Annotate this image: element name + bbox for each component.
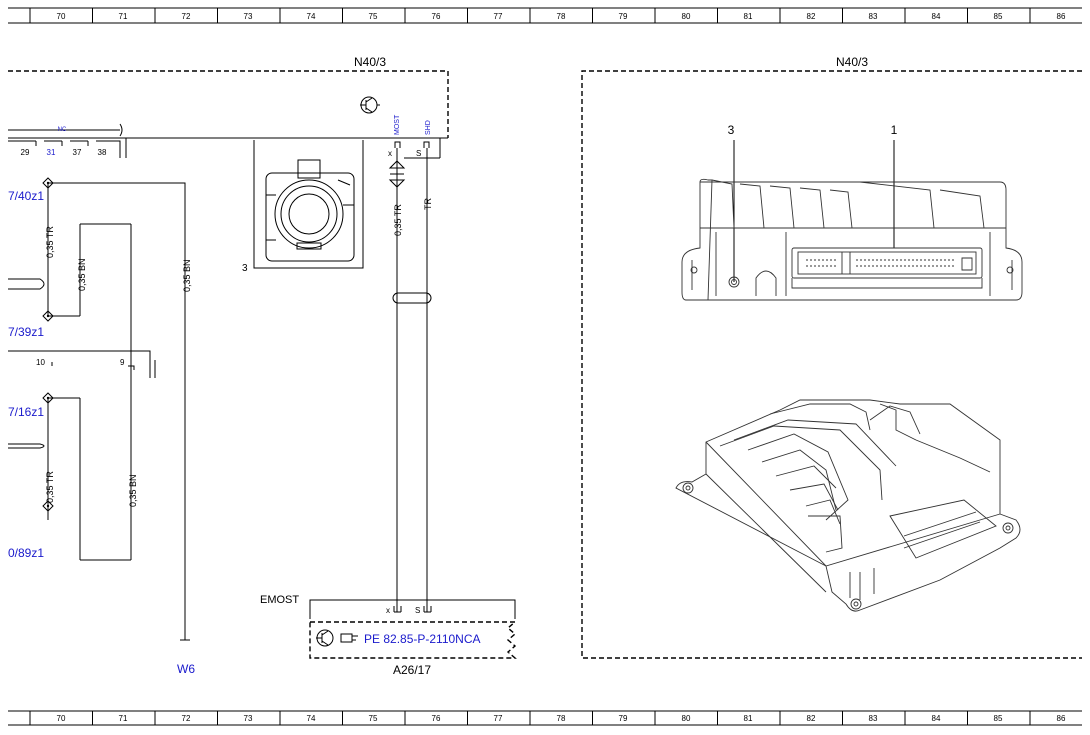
- bottom-col-85: 85: [994, 714, 1003, 723]
- emost-component-label: A26/17: [393, 663, 431, 677]
- bottom-col-74: 74: [307, 714, 316, 723]
- most-connector-icon: [388, 160, 406, 188]
- top-col-70: 70: [57, 12, 66, 21]
- top-col-78: 78: [557, 12, 566, 21]
- ref-7-16z1[interactable]: 7/16z1: [8, 405, 44, 419]
- top-col-83: 83: [869, 12, 878, 21]
- bar-pin-9: 9: [120, 358, 125, 367]
- ref-7-40z1[interactable]: 7/40z1: [8, 189, 44, 203]
- emost-box: EMOST x S PE 82.85-P-2110NCA: [260, 594, 517, 659]
- bottom-col-70: 70: [57, 714, 66, 723]
- right-panel-n40-3: N40/3 3 1: [581, 55, 1082, 659]
- bottom-col-84: 84: [932, 714, 941, 723]
- bottom-col-75: 75: [369, 714, 378, 723]
- node-markers: [42, 177, 54, 512]
- bottom-col-80: 80: [682, 714, 691, 723]
- callout-1: 1: [891, 123, 898, 137]
- top-col-81: 81: [744, 12, 753, 21]
- bottom-col-81: 81: [744, 714, 753, 723]
- emost-label: EMOST: [260, 594, 299, 606]
- wire-most-label: 0,35 TR: [393, 204, 403, 236]
- wire-shd-label: TR: [423, 198, 433, 210]
- wire-label-1: 0,35 TR: [45, 226, 55, 258]
- pin-x-bottom: x: [386, 606, 390, 615]
- shd-label: SHD: [425, 120, 432, 135]
- item-3-label: 3: [242, 263, 248, 274]
- right-panel-boundary: [581, 70, 1082, 659]
- top-col-72: 72: [182, 12, 191, 21]
- top-col-75: 75: [369, 12, 378, 21]
- bottom-col-83: 83: [869, 714, 878, 723]
- top-col-73: 73: [244, 12, 253, 21]
- bottom-col-72: 72: [182, 714, 191, 723]
- ref-7-39z1[interactable]: 7/39z1: [8, 325, 44, 339]
- wire-label-5: 0,35 BN: [128, 474, 138, 507]
- top-col-80: 80: [682, 12, 691, 21]
- bottom-col-76: 76: [432, 714, 441, 723]
- pin-37: 37: [73, 148, 82, 157]
- bottom-col-86: 86: [1057, 714, 1066, 723]
- pin-31: 31: [47, 148, 56, 157]
- most-transistor-icon: [360, 96, 380, 114]
- wire-label-2: 0,35 BN: [77, 258, 87, 291]
- left-panel-n40-3: N40/3 NC 29 31 37 38 M: [8, 55, 517, 677]
- bottom-grid-ruler: 70 71 72 73 74 75 76 77 78 79 80 81 82 8…: [8, 710, 1082, 726]
- wire-network: [8, 182, 190, 641]
- nc-connector-strip: NC 29 31 37 38: [8, 123, 127, 158]
- top-col-85: 85: [994, 12, 1003, 21]
- emost-transistor-icon: [316, 629, 334, 647]
- top-col-77: 77: [494, 12, 503, 21]
- top-col-84: 84: [932, 12, 941, 21]
- nc-label: NC: [58, 127, 67, 133]
- n40-3-boundary: [8, 70, 449, 138]
- twisted-pair-sleeve: [392, 292, 432, 304]
- bar-pin-10: 10: [36, 358, 45, 367]
- bottom-col-73: 73: [244, 714, 253, 723]
- pin-x-top: x: [388, 149, 392, 158]
- wire-label-3: 0,35 BN: [182, 259, 192, 292]
- bottom-col-77: 77: [494, 714, 503, 723]
- pin-s-top: S: [416, 149, 421, 158]
- bottom-col-82: 82: [807, 714, 816, 723]
- top-col-76: 76: [432, 12, 441, 21]
- right-panel-title: N40/3: [836, 55, 868, 69]
- bottom-col-71: 71: [119, 714, 128, 723]
- control-unit-perspective-view: [675, 399, 1021, 612]
- callout-3: 3: [728, 123, 735, 137]
- wire-label-4: 0,35 TR: [45, 471, 55, 503]
- top-col-71: 71: [119, 12, 128, 21]
- top-col-74: 74: [307, 12, 316, 21]
- bottom-col-79: 79: [619, 714, 628, 723]
- pin-s-bottom: S: [415, 606, 420, 615]
- socket-item-3: [253, 140, 364, 269]
- most-label: MOST: [394, 114, 401, 135]
- ref-0-89z1[interactable]: 0/89z1: [8, 546, 44, 560]
- pin-38: 38: [98, 148, 107, 157]
- pin-29: 29: [21, 148, 30, 157]
- top-col-86: 86: [1057, 12, 1066, 21]
- top-col-79: 79: [619, 12, 628, 21]
- reference-hand-icon: [340, 633, 358, 643]
- top-grid-ruler: 70 71 72 73 74 75 76 77 78 79 80 81 82 8…: [8, 7, 1082, 24]
- control-unit-front-view: [681, 178, 1023, 301]
- left-panel-title: N40/3: [354, 55, 386, 69]
- top-col-82: 82: [807, 12, 816, 21]
- bottom-col-78: 78: [557, 714, 566, 723]
- ground-w6[interactable]: W6: [177, 662, 195, 676]
- emost-ref-link[interactable]: PE 82.85-P-2110NCA: [364, 632, 481, 646]
